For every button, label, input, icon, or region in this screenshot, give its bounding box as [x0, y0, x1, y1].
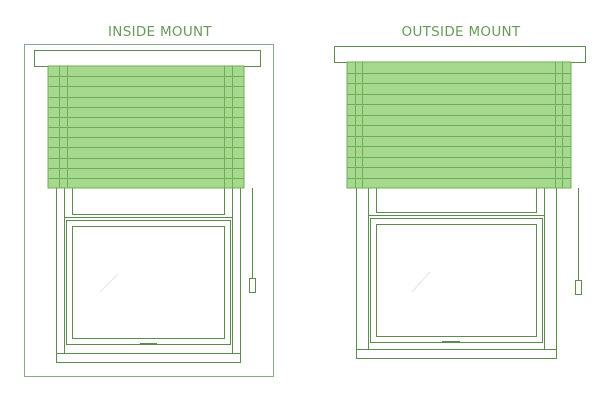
- outside-lower-sash-glass: [376, 224, 537, 337]
- outside-cord-tassel: [575, 280, 582, 295]
- outside-upper-sash: [376, 186, 537, 213]
- inside-mount-title: INSIDE MOUNT: [108, 24, 212, 40]
- outside-glass-reflection: [411, 271, 431, 293]
- inside-wall-outline: [24, 44, 274, 377]
- inside-header-board: [34, 50, 261, 67]
- inside-mount-illustration: [24, 44, 274, 377]
- inside-lower-sash-glass: [72, 226, 225, 339]
- outside-window-frame-inner: [368, 186, 545, 350]
- inside-blind-slats: [48, 76, 244, 179]
- inside-window-frame-inner: [64, 186, 233, 354]
- inside-glass-reflection: [99, 273, 119, 293]
- inside-lower-sash-outer: [66, 220, 231, 345]
- outside-mount-title: OUTSIDE MOUNT: [401, 24, 521, 40]
- outside-header-board: [334, 46, 586, 63]
- outside-lower-sash-outer: [370, 218, 543, 343]
- inside-cord-tassel: [249, 278, 256, 293]
- outside-mount-illustration: [334, 46, 586, 359]
- outside-blind-slats: [347, 73, 571, 179]
- inside-upper-sash: [72, 186, 225, 215]
